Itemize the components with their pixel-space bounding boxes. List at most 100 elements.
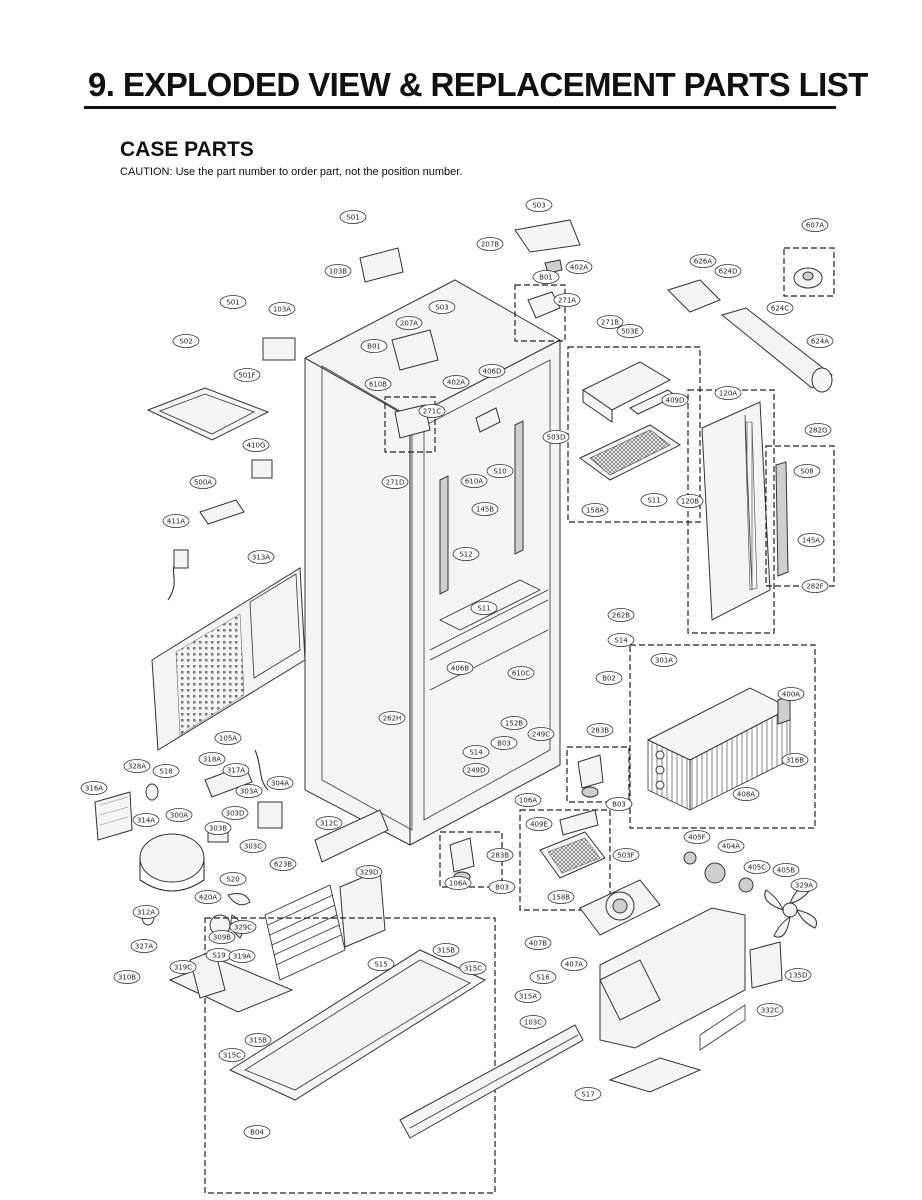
part-label-oval [165,808,193,822]
part-label-oval [459,961,487,975]
part-label-oval [717,839,745,853]
part-label-text: 315A [519,993,537,1001]
part-label-oval [529,970,557,984]
part-label-text: 103B [329,268,347,276]
part-label-text: 300A [170,812,188,820]
title-rule [84,106,836,109]
part-label-oval [113,970,141,984]
part-label: 312A [132,905,160,919]
part-label-text: 316B [786,757,804,765]
part-label-text: 106A [519,797,537,805]
part-label-oval [268,302,296,316]
part-label: 103B [324,264,352,278]
part-label-text: 315B [437,947,455,955]
part-label-oval [452,547,480,561]
part-label-oval [239,839,267,853]
part-label: 624A [806,334,834,348]
part-label-text: 315B [249,1037,267,1045]
part-label-oval [756,1003,784,1017]
part-label-oval [243,1125,271,1139]
part-label: 303C [239,839,267,853]
part-label-oval [525,817,553,831]
part-label-oval [683,830,711,844]
part-label-oval [777,687,805,701]
part-label: 103C [519,1015,547,1029]
hinge-group-box [514,284,566,342]
part-label: 626A [689,254,717,268]
part-label-text: 271C [423,408,441,416]
part-label-oval [219,295,247,309]
part-label-text: 402A [570,264,588,272]
part-label-oval [560,957,588,971]
part-label-text: S10 [493,468,506,476]
part-label: S11 [640,493,668,507]
part-label-text: 319C [174,964,192,972]
part-label-text: 303D [226,810,245,818]
part-label-text: 329D [360,869,379,877]
part-label: 135D [784,968,812,982]
part-label: 282F [801,579,829,593]
part-label-text: B03 [612,801,626,809]
part-label: 106A [514,793,542,807]
part-label-text: 303A [240,788,258,796]
part-label-oval [527,727,555,741]
part-label: 407B [524,936,552,950]
part-label-text: B03 [497,740,511,748]
part-label-oval [444,876,472,890]
evaporator-fan [764,886,817,938]
part-label-text: 407B [529,940,547,948]
part-label-oval [565,260,593,274]
part-label-text: S03 [532,202,545,210]
part-label-text: S01 [226,299,239,307]
part-label-text: S17 [581,1091,594,1099]
part-label: 103A [268,302,296,316]
part-label-oval [221,806,249,820]
part-label: 500A [189,475,217,489]
part-label-text: 249C [532,731,550,739]
part-label-oval [801,218,829,232]
part-label: 400A [777,687,805,701]
part-label-oval [607,608,635,622]
part-label: 405C [743,860,771,874]
part-label-oval [689,254,717,268]
part-label-oval [616,324,644,338]
part-label-text: 503E [621,328,639,336]
part-label-text: S14 [469,749,483,757]
part-label: B03 [605,797,633,811]
part-label-oval [428,300,456,314]
part-label: 158B [547,890,575,904]
part-label: S18 [152,764,180,778]
part-label-text: 409E [530,821,548,829]
part-label: 271D [381,475,409,489]
part-label: 610A [460,474,488,488]
section-heading: CASE PARTS [120,138,254,161]
part-label-text: 249D [467,767,486,775]
part-label-text: 624D [719,268,738,276]
part-label-oval [595,671,623,685]
door-panel [687,389,775,634]
part-label-oval [514,989,542,1003]
part-label-oval [460,474,488,488]
part-label-text: 303B [209,825,227,833]
part-label-text: 271B [601,319,619,327]
part-label-oval [462,763,490,777]
part-label-oval [367,957,395,971]
part-label: 624C [766,301,794,315]
part-label-text: 327A [135,943,153,951]
part-label-text: 207B [481,241,499,249]
part-label: 207A [395,316,423,330]
part-label-oval [162,514,190,528]
rear-cover [599,907,783,1093]
front-grille [399,1024,584,1139]
part-label: 410G [242,438,270,452]
part-label-oval [784,968,812,982]
cover-plate [146,387,270,441]
part-label: 207B [476,237,504,251]
part-label: 315C [459,961,487,975]
part-label-oval [547,890,575,904]
part-label-oval [218,1048,246,1062]
part-label: 271C [418,404,446,418]
part-label-oval [519,1015,547,1029]
part-label: 318A [198,752,226,766]
part-label-text: B01 [367,343,381,351]
